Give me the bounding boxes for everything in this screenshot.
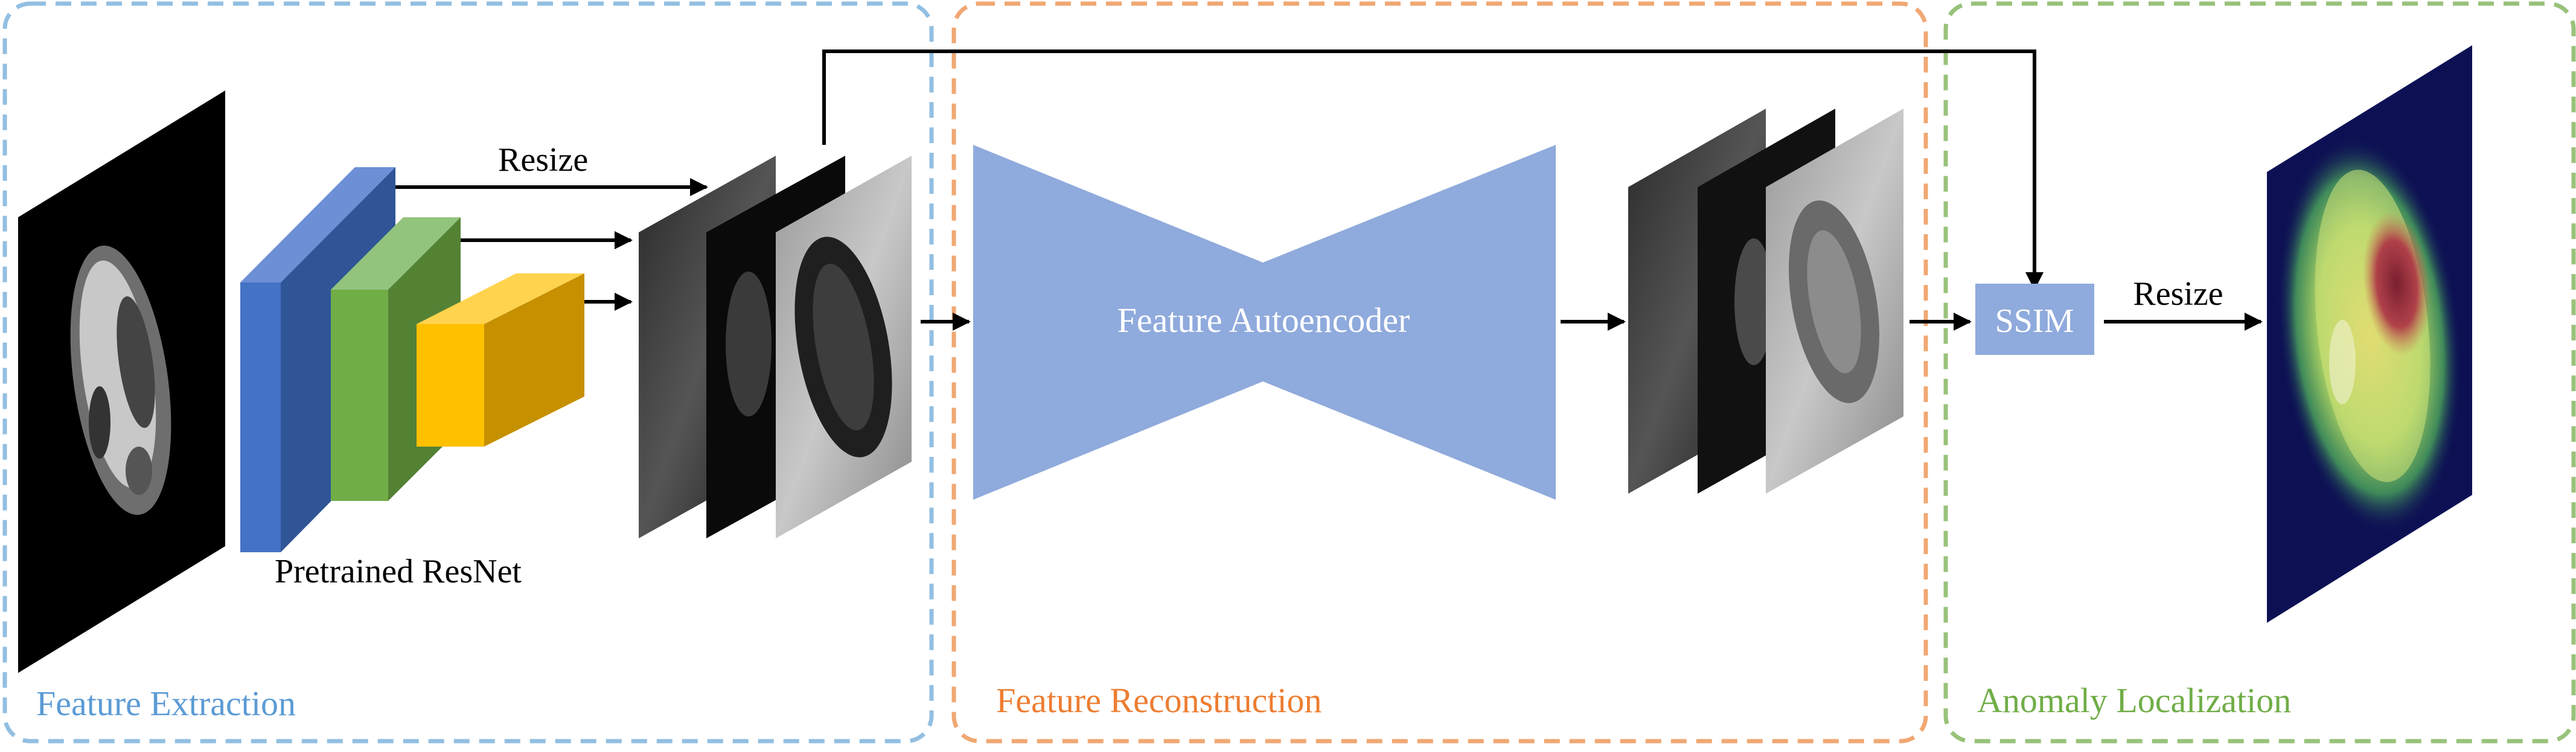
- ssim-label: SSIM: [1995, 302, 2074, 340]
- feature-extraction-frame: [2, 1, 934, 744]
- pretrained-resnet-label: Pretrained ResNet: [275, 553, 522, 590]
- ssim-box: [1975, 284, 2094, 355]
- feature-reconstruction-label: Feature Reconstruction: [996, 681, 1322, 720]
- anomaly-localization-frame: [1943, 1, 2576, 744]
- anomaly-localization-label: Anomaly Localization: [1977, 681, 2291, 720]
- reconstructed-feature-stack: [1628, 109, 1903, 494]
- feature-autoencoder: [973, 145, 1556, 500]
- feature-extraction-label: Feature Extraction: [36, 684, 296, 723]
- anomaly-heatmap: [2267, 45, 2472, 623]
- brain-mri-input: [18, 91, 225, 673]
- feature-map-stack: [639, 156, 912, 538]
- resize-top-label: Resize: [498, 141, 588, 179]
- feature-autoencoder-label: Feature Autoencoder: [1117, 301, 1410, 340]
- feature-reconstruction-frame: [951, 1, 1928, 744]
- skip-connection-arrow: [822, 49, 2044, 290]
- resnet-blocks: [240, 167, 584, 552]
- resize-output-label: Resize: [2133, 275, 2223, 313]
